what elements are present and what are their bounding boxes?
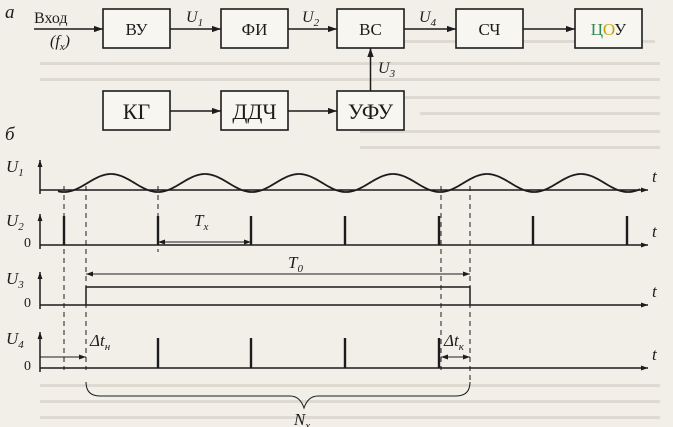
input-label: Вход	[34, 10, 68, 27]
block-ddch: ДДЧ	[220, 90, 289, 131]
panel-label-a: а	[5, 2, 15, 23]
block-vu: ВУ	[102, 8, 171, 49]
timing-u1-label: U1	[6, 157, 24, 179]
block-vs: ВС	[336, 8, 405, 49]
block-fi: ФИ	[220, 8, 289, 49]
signal-label-u4: U4	[419, 9, 437, 29]
timing-u4-zero: 0	[24, 359, 31, 374]
svg-text:Δtн: Δtн	[89, 331, 111, 353]
svg-text:T0: T0	[288, 253, 303, 275]
timing-u4-label: U4	[6, 329, 24, 351]
timing-u2-t-label: t	[652, 222, 658, 241]
signal-label-u2: U2	[302, 9, 320, 29]
timing-u2-zero: 0	[24, 236, 31, 251]
t0-dimension: T0	[86, 253, 470, 277]
signal-label-u3: U3	[378, 60, 396, 80]
svg-text:Nx: Nx	[293, 410, 310, 427]
block-ufu: УФУ	[336, 90, 405, 131]
svg-text:УФУ: УФУ	[348, 99, 394, 124]
panel-label-b: б	[5, 124, 16, 145]
timing-u1-t-label: t	[652, 167, 658, 186]
svg-text:ВС: ВС	[359, 20, 382, 39]
timing-u4-t-label: t	[652, 345, 658, 364]
u3-gate-pulse	[85, 286, 471, 305]
svg-text:КГ: КГ	[123, 99, 151, 124]
tsou-label: ЦОУ	[591, 20, 627, 39]
block-diagram: а Вход (fx) ВУ ФИ ВС СЧ ЦОУ КГ	[5, 2, 643, 131]
signal-label-u1: U1	[186, 9, 203, 29]
block-sch: СЧ	[455, 8, 524, 49]
input-signal: (fx)	[50, 33, 70, 53]
block-tsou: ЦОУ	[574, 8, 643, 49]
tx-dimension: Tx	[158, 211, 251, 245]
dt-start-dimension: Δtн	[40, 331, 111, 360]
timing-u3-t-label: t	[652, 282, 658, 301]
timing-u3-label: U3	[6, 269, 24, 291]
svg-text:ДДЧ: ДДЧ	[232, 99, 276, 124]
svg-text:ВУ: ВУ	[126, 20, 149, 39]
svg-text:Tx: Tx	[194, 211, 208, 233]
timing-u3-zero: 0	[24, 296, 31, 311]
svg-text:ФИ: ФИ	[242, 20, 268, 39]
timing-u2-label: U2	[6, 211, 24, 233]
dt-end-dimension: Δtк	[441, 331, 470, 360]
svg-text:Δtк: Δtк	[443, 331, 465, 353]
u1-sine-wave	[57, 173, 641, 193]
svg-text:СЧ: СЧ	[479, 20, 501, 39]
block-kg: КГ	[102, 90, 171, 131]
nx-brace: Nx	[85, 381, 471, 427]
